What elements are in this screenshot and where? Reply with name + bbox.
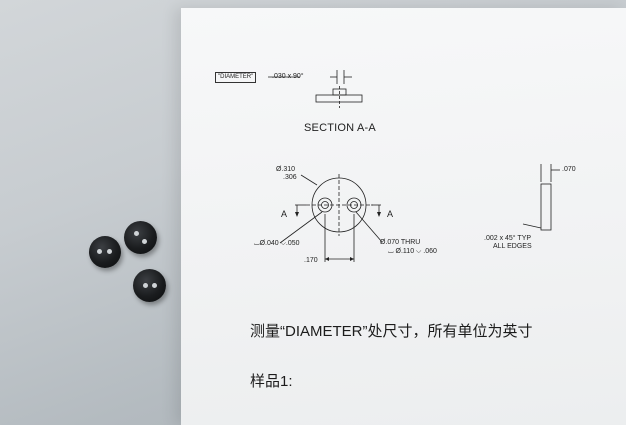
counterbore-left-note: ⌴Ø.040 ⌵.050 <box>254 240 300 247</box>
spacing-dimension: .170 <box>304 257 318 264</box>
washer-hole <box>97 249 102 254</box>
washer-hole <box>142 239 147 244</box>
section-arrow-right-label: A <box>387 209 394 219</box>
washer-hole <box>152 283 157 288</box>
washer-part-3 <box>133 269 166 302</box>
section-arrow-left-label: A <box>281 209 288 219</box>
washer-hole <box>107 249 112 254</box>
washer-part-2 <box>124 221 157 254</box>
diameter-callout-box: "DIAMETER" <box>215 72 257 83</box>
thru-hole-note: Ø.070 THRU <box>380 239 421 246</box>
edge-break-note-line2: ALL EDGES <box>493 243 532 250</box>
outer-diameter-upper: Ø.310 <box>276 166 296 173</box>
thickness-dimension: .070 <box>562 166 576 173</box>
outer-diameter-lower: .306 <box>283 174 297 181</box>
measurement-instruction: 测量“DIAMETER”处尺寸，所有单位为英寸 <box>250 323 533 340</box>
washer-hole <box>143 283 148 288</box>
washer-hole <box>134 231 139 236</box>
drawing-sheet <box>181 8 626 425</box>
counterbore-right-note: ⌴ Ø.110 ⌵ .060 <box>388 248 437 255</box>
section-title: SECTION A-A <box>304 122 376 134</box>
washer-part-1 <box>89 236 121 268</box>
chamfer-note: .030 x 90° <box>272 73 304 80</box>
edge-break-note-line1: .002 x 45° TYP <box>484 235 532 242</box>
sample-label: 样品1: <box>250 373 293 390</box>
